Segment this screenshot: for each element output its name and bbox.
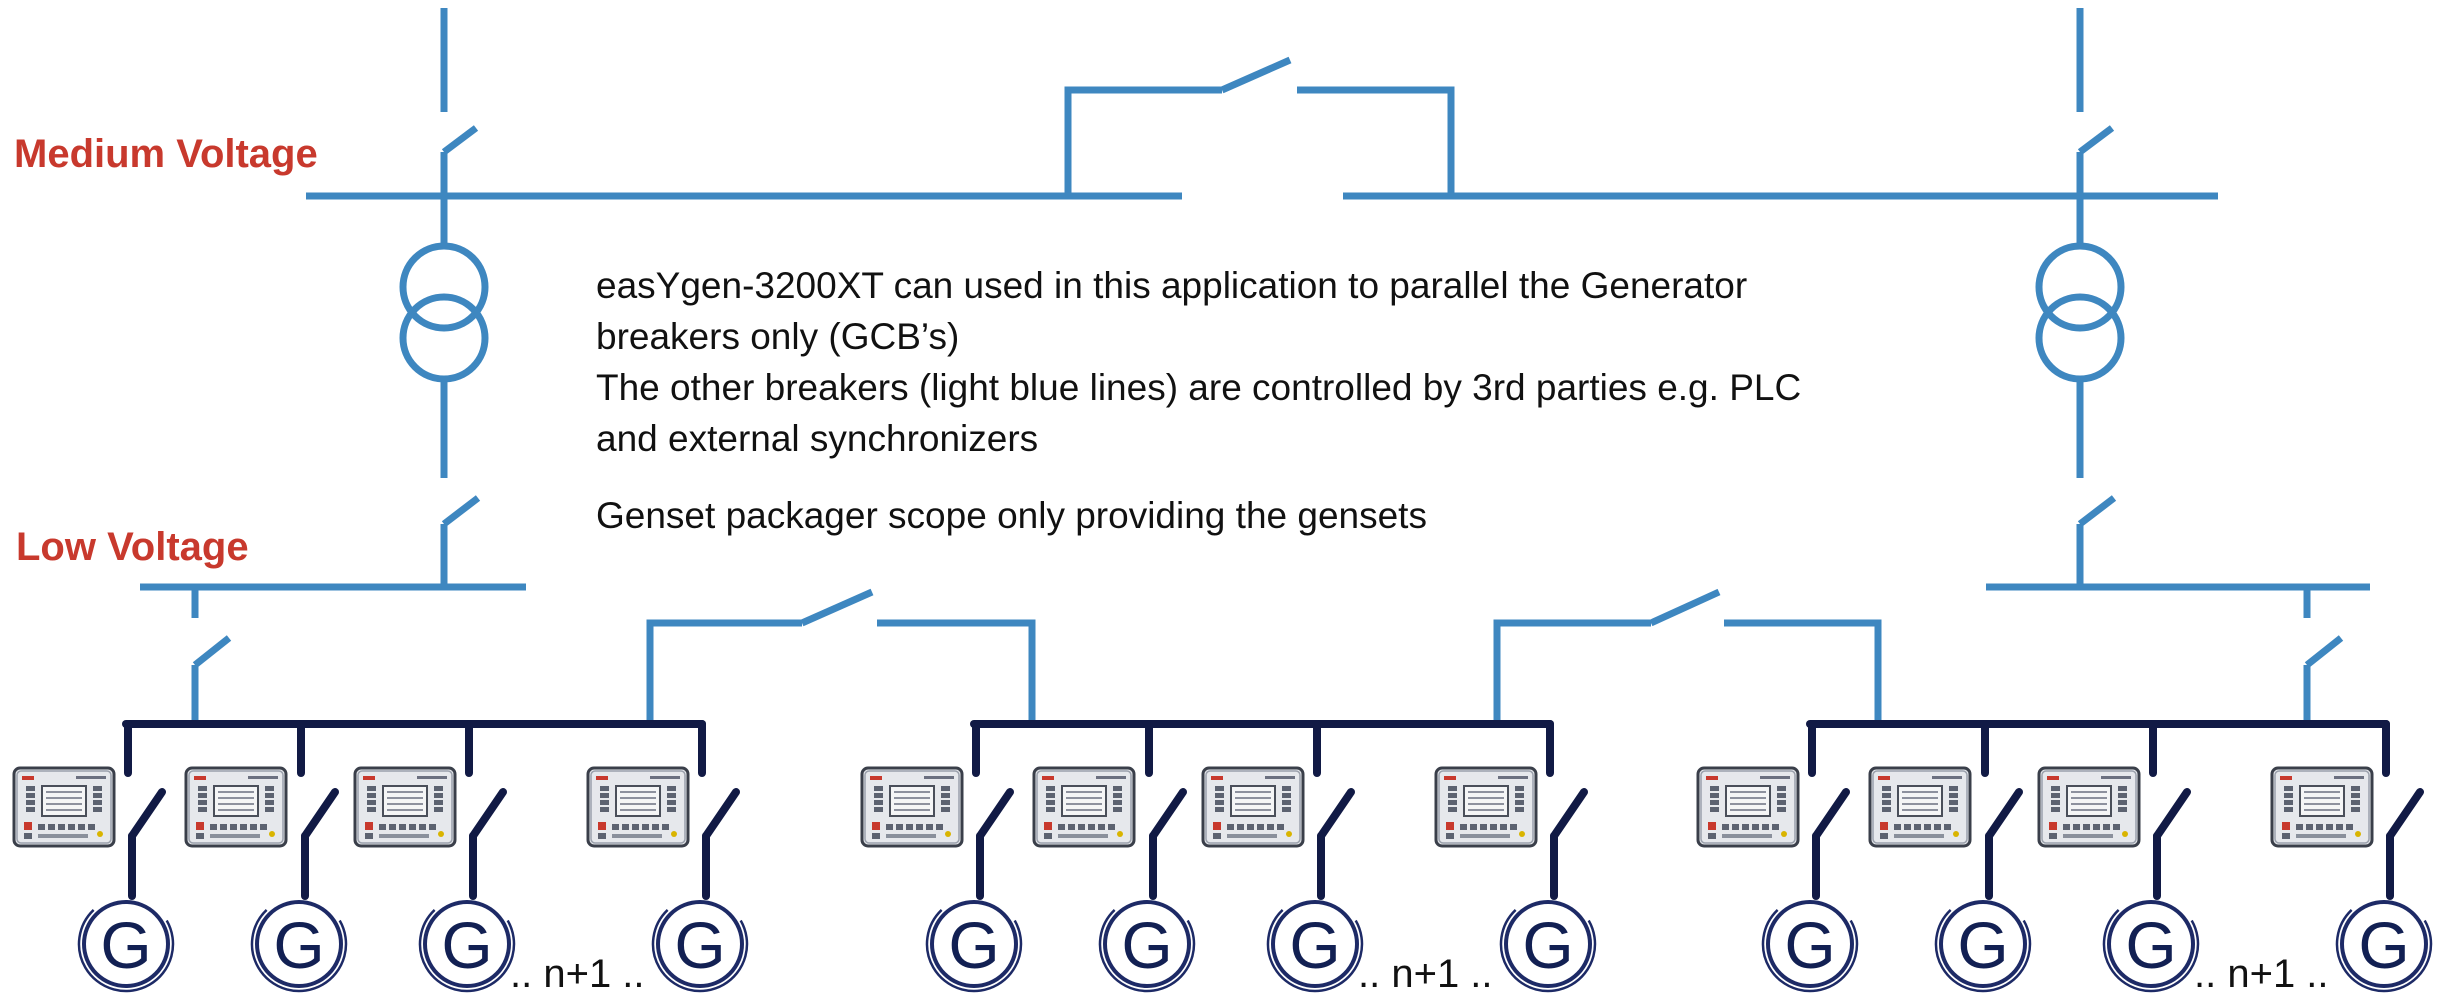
controller-panel-icon <box>1868 766 1972 848</box>
generator-icon: G <box>1934 895 2032 993</box>
controller-panel-icon <box>2037 766 2141 848</box>
controller-panel-icon <box>1696 766 1800 848</box>
group-counter-label: .. n+1 .. <box>2194 952 2329 993</box>
gcb-breaker-icon <box>2386 788 2424 840</box>
gcb-breaker-icon <box>1317 788 1355 840</box>
generator-label: G <box>674 908 725 982</box>
generator-icon: G <box>77 895 175 993</box>
generator-label: G <box>1121 908 1172 982</box>
controller-panel-icon <box>184 766 288 848</box>
generator-icon: G <box>651 895 749 993</box>
medium-voltage-network <box>306 8 2218 478</box>
mv-bus-tie-breaker <box>1220 56 1292 94</box>
generator-label: G <box>1289 908 1340 982</box>
gcb-breaker-icon <box>1550 788 1588 840</box>
genset-group-3: G G G G .. n+1 .. <box>1696 720 2433 993</box>
genset-group-2: G G G G .. n+1 .. <box>860 720 1597 993</box>
gcb-breaker-icon <box>702 788 740 840</box>
gcb-breaker-icon <box>1149 788 1187 840</box>
gcb-breaker-icon <box>976 788 1014 840</box>
generator-label: G <box>2125 908 2176 982</box>
controller-panel-icon <box>2270 766 2374 848</box>
gcb-breaker-icon <box>128 788 166 840</box>
controller-panel-icon <box>1032 766 1136 848</box>
generator-label: G <box>1957 908 2008 982</box>
lv-tie-breaker-2 <box>1649 588 1721 627</box>
generator-label: G <box>441 908 492 982</box>
application-note: easYgen-3200XT can used in this applicat… <box>596 265 1801 536</box>
transformer-icon-right <box>2035 242 2125 383</box>
controller-panel-icon <box>860 766 964 848</box>
transformer-icon-left <box>399 242 489 383</box>
generator-label: G <box>100 908 151 982</box>
generator-icon: G <box>250 895 348 993</box>
gcb-breaker-icon <box>1985 788 2023 840</box>
gcb-breaker-icon <box>301 788 339 840</box>
generator-label: G <box>273 908 324 982</box>
controller-panel-icon <box>12 766 116 848</box>
generator-icon: G <box>1266 895 1364 993</box>
generator-icon: G <box>1499 895 1597 993</box>
group-counter-label: .. n+1 .. <box>510 952 645 993</box>
medium-voltage-label: Medium Voltage <box>14 132 318 176</box>
generator-icon: G <box>1761 895 1859 993</box>
genset-groups: G G G G .. n+1 .. G G G G .. n+1 .. G G G G .. n+1 .. <box>12 720 2433 993</box>
group-counter-label: .. n+1 .. <box>1358 952 1493 993</box>
generator-label: G <box>1784 908 1835 982</box>
generator-icon: G <box>418 895 516 993</box>
lv-tie-breaker-1 <box>800 588 874 627</box>
note-line-3: The other breakers (light blue lines) ar… <box>596 367 1801 408</box>
generator-icon: G <box>1098 895 1196 993</box>
gcb-breaker-icon <box>1812 788 1850 840</box>
gcb-breaker-icon <box>2153 788 2191 840</box>
low-voltage-label: Low Voltage <box>16 525 249 569</box>
gcb-breaker-icon <box>469 788 507 840</box>
controller-panel-icon <box>353 766 457 848</box>
note-line-2: breakers only (GCB’s) <box>596 316 959 357</box>
generator-icon: G <box>925 895 1023 993</box>
note-line-4: and external synchronizers <box>596 418 1038 459</box>
genset-group-1: G G G G .. n+1 .. <box>12 720 749 993</box>
controller-panel-icon <box>586 766 690 848</box>
controller-panel-icon <box>1201 766 1305 848</box>
low-voltage-network <box>140 495 2370 724</box>
generator-label: G <box>1522 908 1573 982</box>
controller-panel-icon <box>1434 766 1538 848</box>
note-line-5: Genset packager scope only providing the… <box>596 495 1427 536</box>
note-line-1: easYgen-3200XT can used in this applicat… <box>596 265 1747 306</box>
generator-label: G <box>948 908 999 982</box>
generator-label: G <box>2358 908 2409 982</box>
generator-icon: G <box>2335 895 2433 993</box>
